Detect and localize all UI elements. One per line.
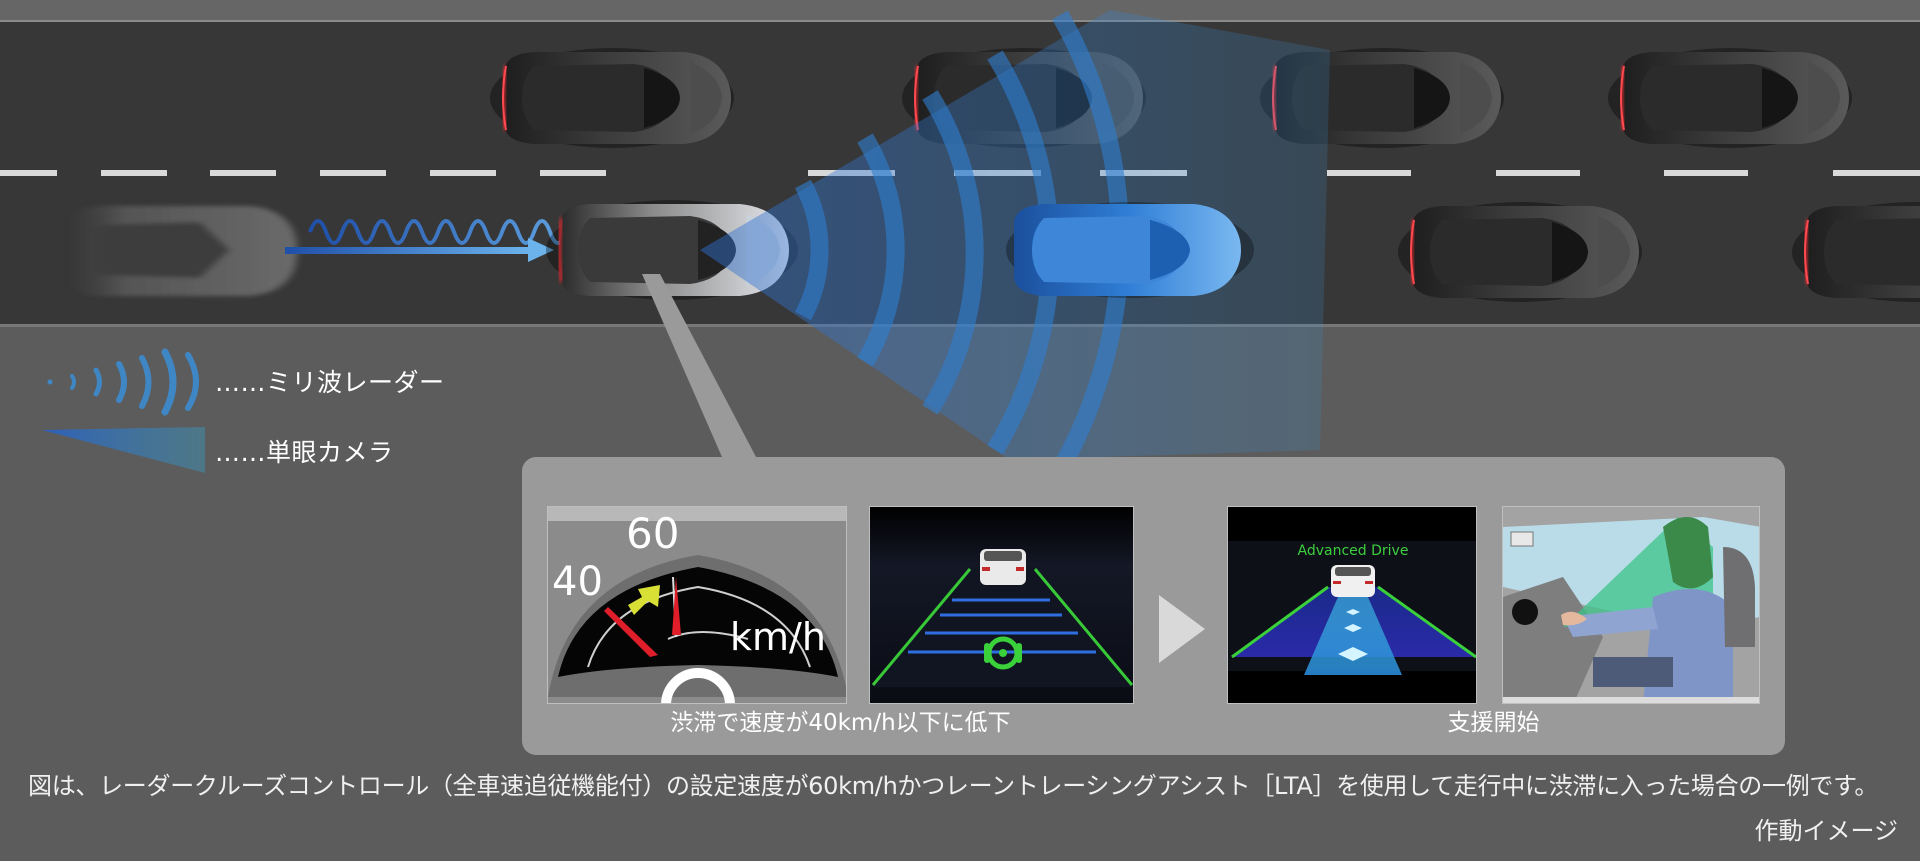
speed-tick-40: 40: [552, 559, 603, 605]
advanced-drive-title: Advanced Drive: [1297, 543, 1409, 559]
legend-camera-label: ……単眼カメラ: [215, 438, 394, 467]
caption-speed-drop: 渋滞で速度が40km/h以下に低下: [670, 710, 1011, 736]
caption-assist-start: 支援開始: [1447, 710, 1540, 736]
camera-legend-icon: [42, 427, 205, 473]
advanced-drive-illustration: [1228, 507, 1476, 703]
legend-radar-label: ……ミリ波レーダー: [215, 368, 445, 397]
radar-legend-icon: [47, 348, 199, 416]
speed-unit: km/h: [730, 615, 826, 659]
car-top-1: [490, 48, 734, 148]
target-vehicle-detected: [1006, 202, 1254, 298]
driver-monitor-illustration: [1502, 506, 1760, 704]
car-bottom-4: [1792, 202, 1920, 302]
callout-pointer: [642, 274, 756, 457]
footnote-description: 図は、レーダークルーズコントロール（全車速追従機能付）の設定速度が60km/hか…: [28, 772, 1879, 800]
advanced-drive-screen: Advanced Drive: [1227, 506, 1477, 704]
speedometer-illustration: [548, 507, 846, 703]
play-triangle-icon: [1159, 595, 1205, 663]
speed-tick-60: 60: [626, 509, 680, 558]
speedometer-screen: 60 40 km/h: [547, 506, 847, 704]
car-bottom-3: [1398, 202, 1642, 302]
following-car-blurred: [68, 206, 297, 296]
lane-assist-screen: [869, 506, 1134, 704]
car-top-4: [1608, 48, 1852, 148]
image-note: 作動イメージ: [1754, 817, 1898, 845]
callout-panel: 60 40 km/h: [522, 457, 1785, 755]
lane-assist-illustration: [870, 507, 1133, 703]
